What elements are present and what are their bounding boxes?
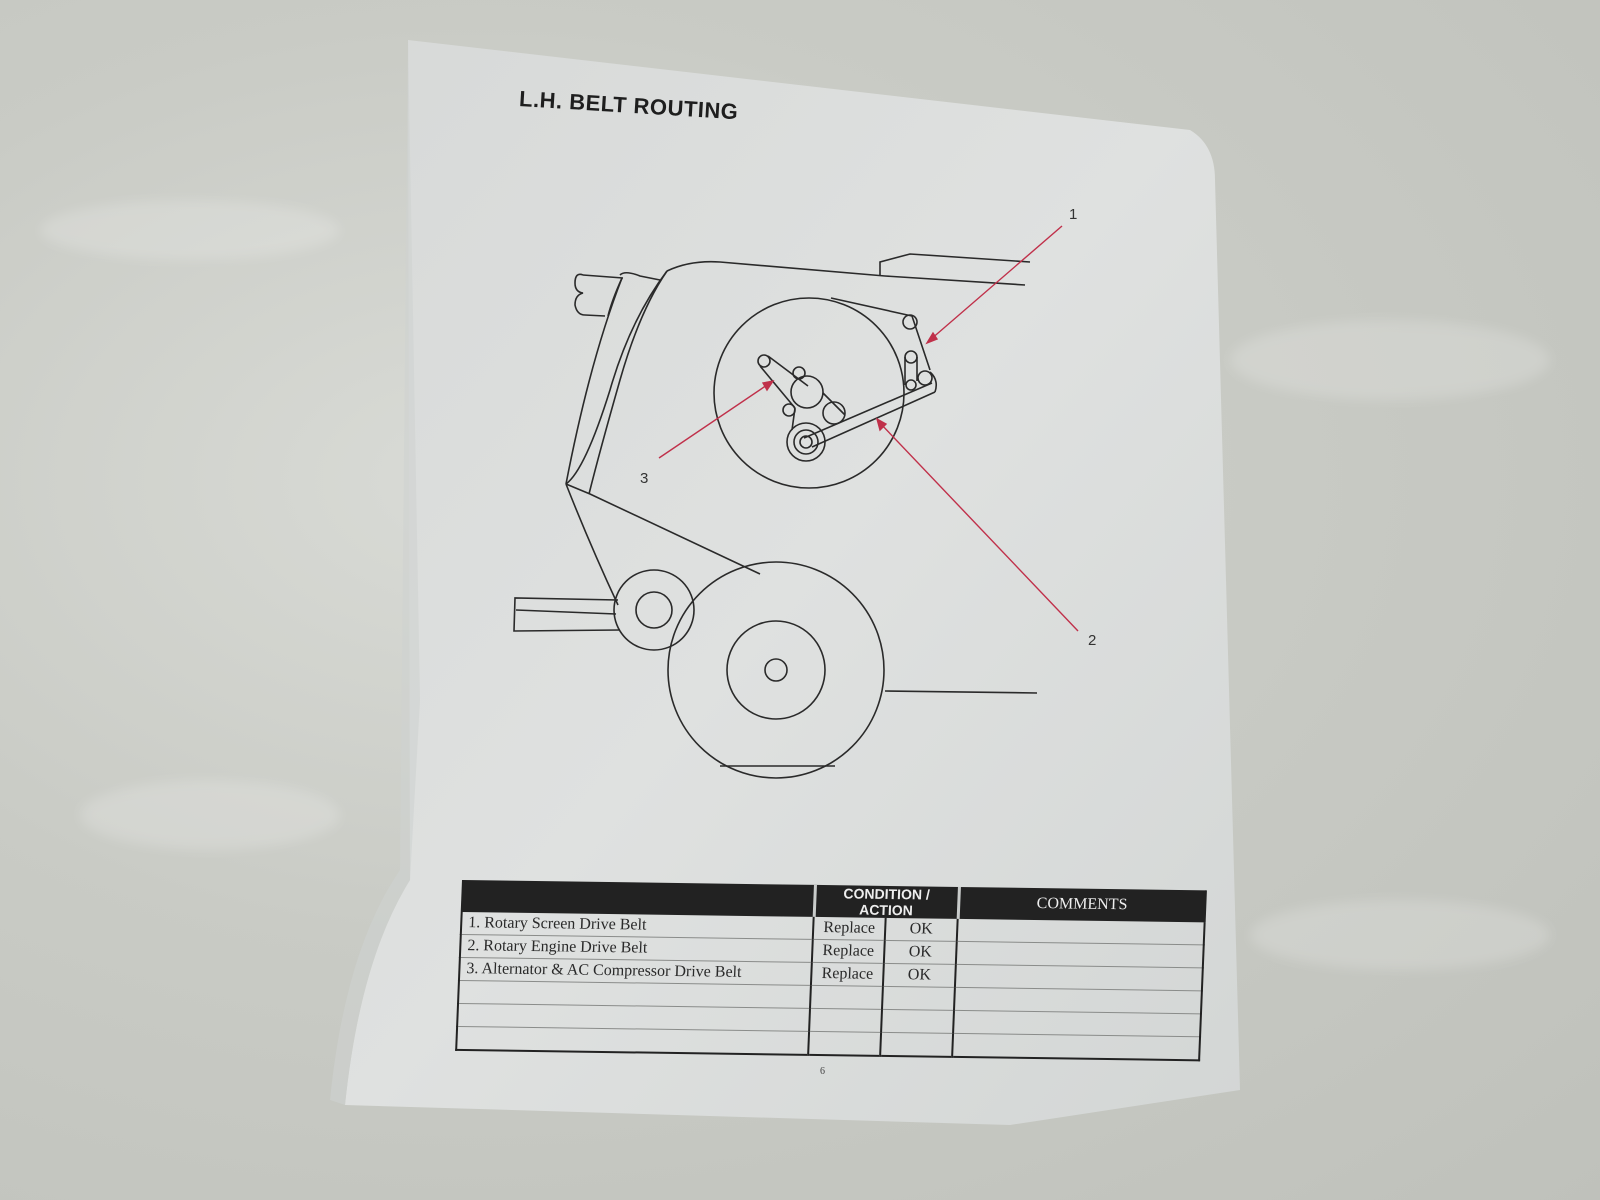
ok-option[interactable]: OK	[884, 917, 958, 942]
cloth-texture	[80, 780, 340, 850]
callout-leaders	[658, 225, 1079, 632]
comments-field[interactable]	[955, 941, 1204, 968]
callout-label-2: 2	[1088, 632, 1097, 649]
comments-field[interactable]	[952, 1033, 1201, 1061]
ok-option[interactable]: OK	[882, 963, 956, 988]
action-cell[interactable]	[882, 986, 955, 1011]
callout-label-1: 1	[1069, 206, 1078, 223]
cloth-texture	[40, 200, 340, 260]
belt-routing-diagram	[513, 253, 1038, 779]
condition-cell[interactable]	[809, 1008, 883, 1033]
header-item	[461, 880, 815, 917]
replace-option[interactable]: Replace	[812, 916, 886, 941]
cloth-texture	[1230, 320, 1550, 400]
condition-cell[interactable]	[808, 1031, 882, 1056]
action-cell[interactable]	[881, 1009, 954, 1034]
comments-field[interactable]	[954, 964, 1203, 991]
comments-field[interactable]	[953, 987, 1202, 1014]
comments-field[interactable]	[953, 1010, 1201, 1037]
replace-option[interactable]: Replace	[811, 939, 885, 964]
callout-label-3: 3	[640, 470, 649, 487]
cloth-texture	[1250, 900, 1550, 970]
ok-option[interactable]: OK	[883, 940, 957, 965]
condition-cell[interactable]	[810, 985, 883, 1010]
belt-checklist-table: CONDITION / ACTION COMMENTS 1. Rotary Sc…	[454, 880, 1207, 1080]
page-number: 6	[820, 1066, 825, 1077]
replace-option[interactable]: Replace	[810, 962, 884, 987]
header-comments: COMMENTS	[957, 886, 1206, 923]
action-cell[interactable]	[880, 1032, 954, 1057]
header-condition-action: CONDITION / ACTION	[813, 884, 959, 919]
item-label[interactable]	[456, 1026, 810, 1055]
